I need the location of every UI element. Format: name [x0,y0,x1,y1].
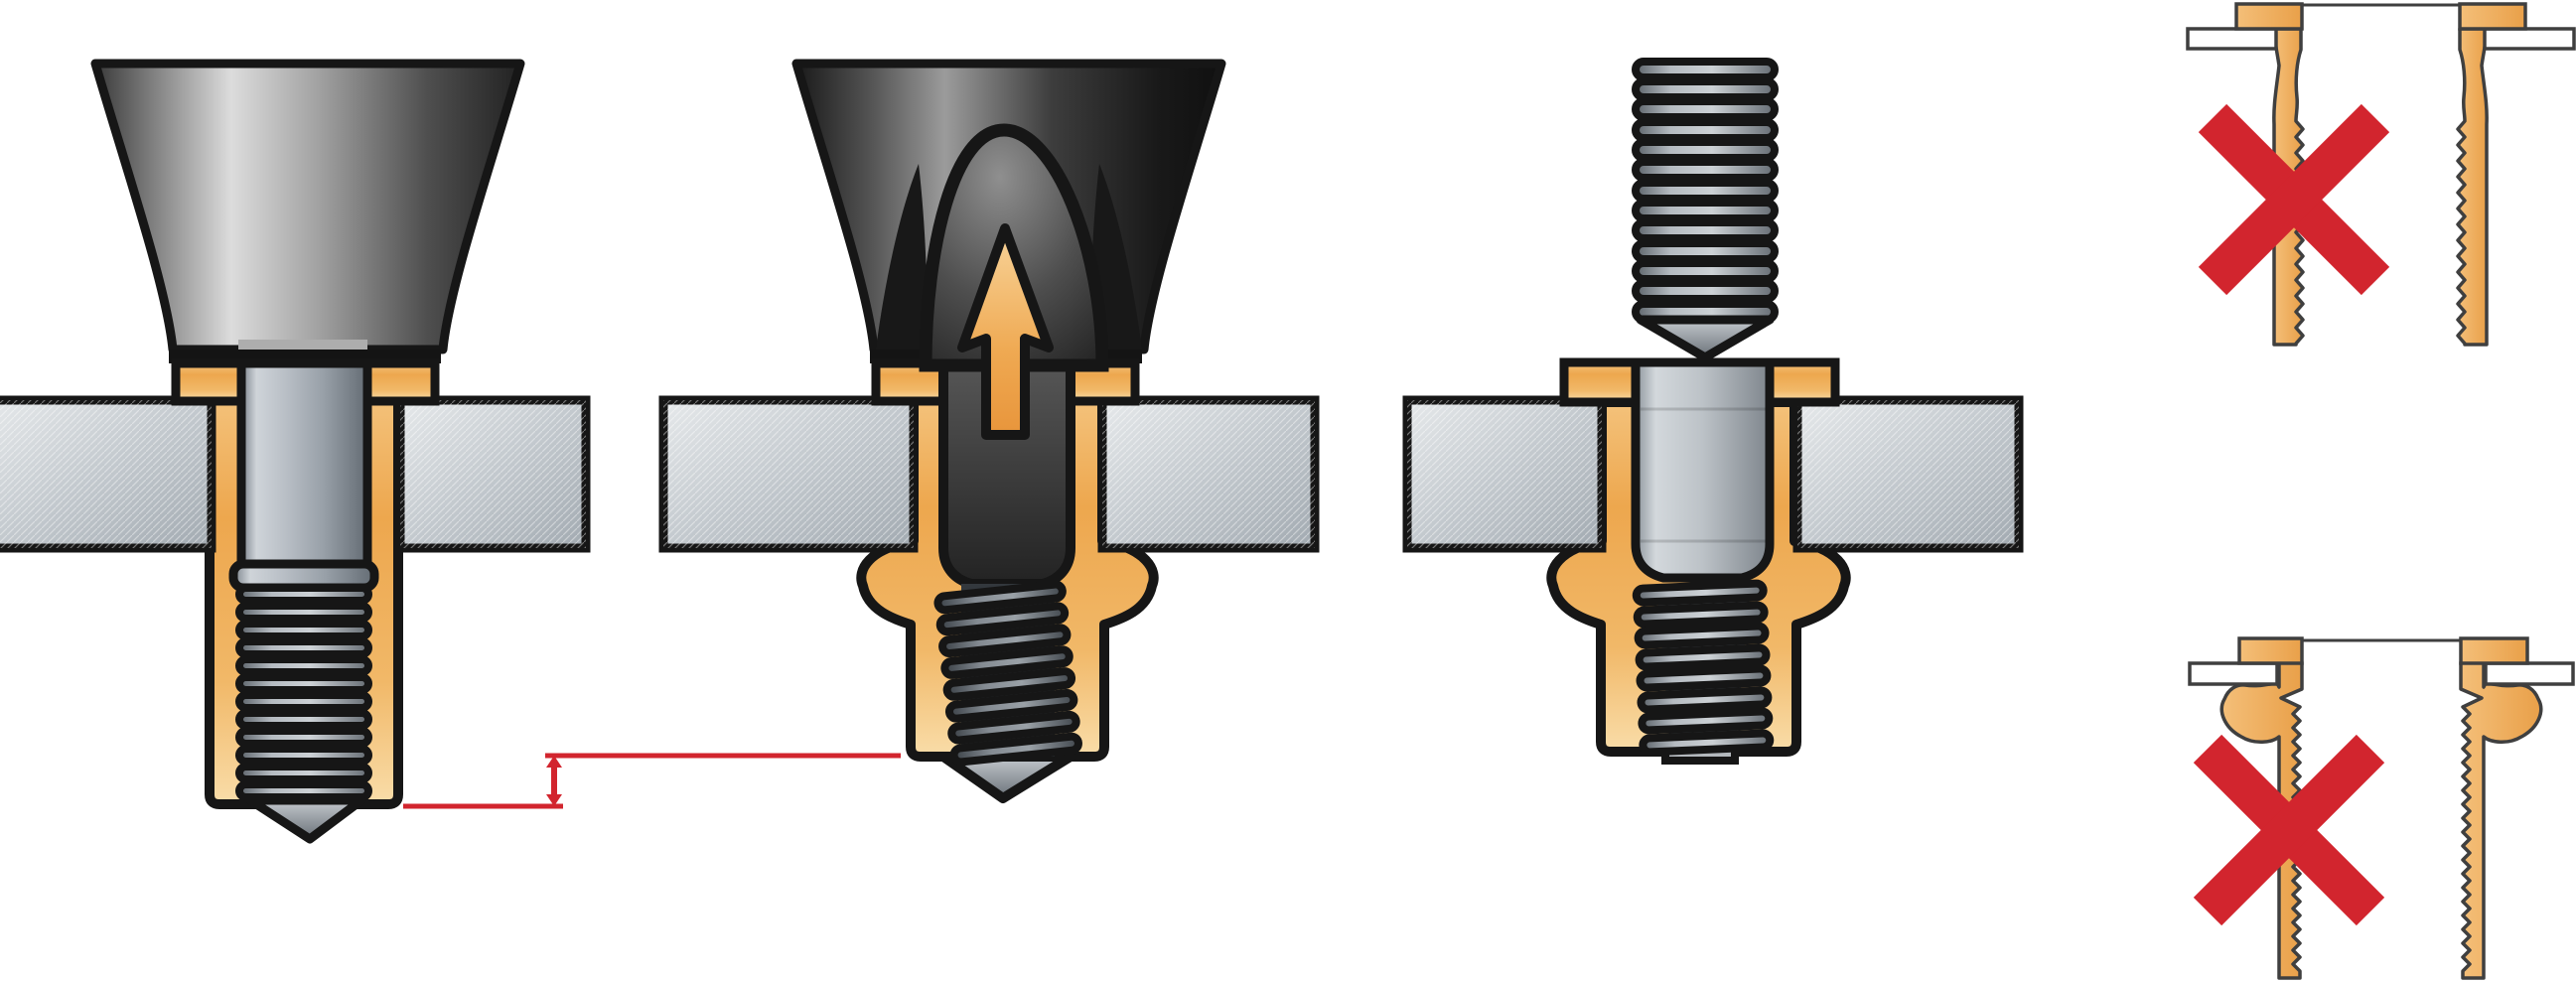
nut-wall-right [2456,27,2489,347]
mandrel-threads [933,580,1082,767]
double-arrow-dimension-icon [546,756,562,806]
up-arrow-icon [957,223,1054,440]
sheet-metal-right [1097,395,1320,553]
sheet-left [2188,661,2279,686]
panel-step-1 [0,59,591,844]
mandrel-cone-tip [245,795,366,844]
fault-over-compressed [2188,636,2575,980]
screw-cone-tip [1636,315,1775,362]
sheet-metal-right [1792,395,2024,553]
nut-flange-left [2234,2,2304,31]
panel-step-2 [658,59,1320,803]
nut-flange-right [2458,2,2527,31]
nut-internal-threads [1632,579,1775,757]
mandrel-shaft [236,358,372,571]
nut-flange-left [2237,636,2304,665]
sheet-metal-left [1402,395,1607,553]
tool-anvil-step [238,340,367,351]
stroke-dimension-annotation [403,753,901,809]
setting-tool-nose [90,59,525,354]
x-mark-icon [2198,103,2390,296]
fault-not-clinched [2186,2,2576,347]
threaded-mandrel-screw [1632,58,1779,362]
sheet-left [2186,27,2278,51]
x-mark-icon [2193,734,2385,926]
sheet-metal-left [658,395,919,553]
panel-step-4 [2186,2,2576,980]
panel-step-3 [1402,58,2024,765]
sheet-metal-right [395,395,591,553]
mandrel-threads [235,584,372,801]
sheet-right [2483,27,2576,51]
sheet-metal-left [0,395,216,553]
tool-cavity-left [876,164,928,350]
screw-threads [1632,58,1779,324]
nut-flange-right [2459,636,2529,665]
sheet-right [2484,661,2575,686]
nut-smooth-bore [1631,357,1775,583]
